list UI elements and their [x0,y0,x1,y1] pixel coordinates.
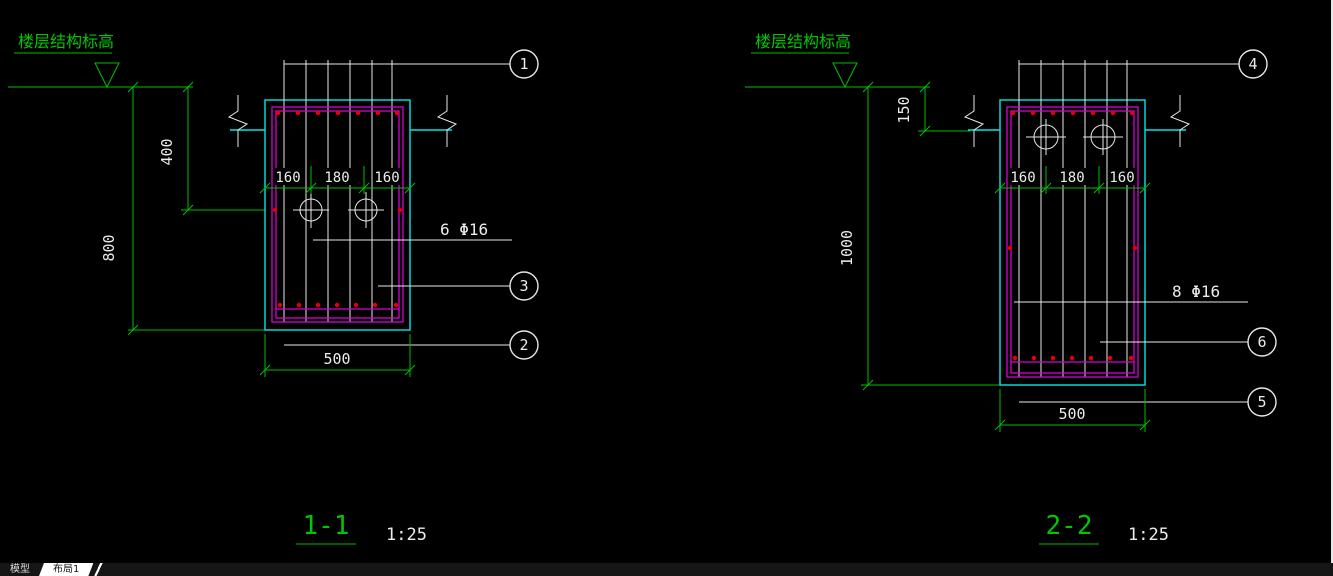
dim-inner: 160 180 160 [259,166,416,194]
break-line-icon [436,95,458,147]
callout-number: 6 [1257,333,1266,351]
dim-width-value: 500 [323,350,350,368]
rebar-circle-icon [299,198,323,222]
callout-top: 1 [284,49,539,79]
dim-width-value: 500 [1058,405,1085,423]
callout-number: 4 [1248,55,1257,73]
callout-number: 5 [1257,393,1266,411]
dim-offset-top-value: 150 [895,96,913,123]
rebar-dowel-lines [1018,60,1128,377]
section-1-1: 楼层结构标高 800 [8,32,539,545]
section-title: 2-2 1:25 [1039,511,1169,545]
viewport-right-edge [1331,0,1333,563]
callout-top: 4 [1019,49,1268,79]
callout-bubble [509,330,539,360]
rebar-circle-icon [1033,124,1059,150]
stirrup-lines [1006,106,1139,378]
rebar-note: 6 Φ16 [313,220,512,241]
tab-edge-decoration [93,563,104,576]
rebar-dowel-lines [283,60,393,322]
callout-mid: 3 [378,271,539,301]
rebar-note-text: 6 Φ16 [440,220,488,239]
dim-width: 500 [994,389,1151,432]
break-line-icon [963,95,985,147]
callout-bubble [1247,387,1277,417]
section-scale: 1:25 [386,525,427,545]
rebar-note-text: 8 Φ16 [1172,282,1220,301]
section-2-2: 楼层结构标高 1000 [745,32,1277,545]
dim-offset-top: 400 [158,81,265,216]
rebar-dots [1007,110,1138,361]
dim-inner-right: 160 [1109,170,1134,186]
callout-number: 1 [519,55,528,73]
dim-inner-mid: 180 [1059,170,1084,186]
layout-tab-bar: 模型 布局1 [0,563,1333,576]
break-line-icon [227,95,249,147]
callout-bottom: 2 [284,330,539,360]
dim-inner-left: 160 [1010,170,1035,186]
beam-outline [963,95,1191,386]
elevation-label: 楼层结构标高 [755,32,851,51]
callout-bottom: 5 [1019,387,1277,417]
beam-outline [227,95,458,331]
tab-layout1[interactable]: 布局1 [39,563,93,576]
callout-mid: 6 [1100,327,1277,357]
section-title-text: 2-2 [1046,511,1093,541]
stirrup-lines [271,106,404,323]
rebar-circle-icon [1090,124,1116,150]
dim-inner-mid: 180 [324,170,349,186]
dim-inner-left: 160 [275,170,300,186]
tab-model[interactable]: 模型 [10,564,30,575]
dim-total-height: 1000 [838,81,1000,391]
callout-bubble [1238,49,1268,79]
elevation-triangle-icon [832,62,858,89]
dim-offset-top-value: 400 [158,138,176,165]
dim-total-height: 800 [100,81,265,336]
rebar-note: 8 Φ16 [1014,282,1248,303]
dim-total-height-value: 800 [100,234,118,261]
callout-bubble [509,271,539,301]
elevation-mark: 楼层结构标高 [745,32,930,89]
dim-inner: 160 180 160 [994,166,1151,194]
rebar-circle-icon [354,198,378,222]
callout-bubble [509,49,539,79]
dim-offset-top: 150 [895,81,970,137]
section-title: 1-1 1:25 [296,511,427,545]
dim-inner-right: 160 [374,170,399,186]
callout-bubble [1247,327,1277,357]
dim-width: 500 [259,334,416,377]
cad-viewport[interactable]: 楼层结构标高 800 [0,0,1333,563]
rebar-circle-symbols [1026,119,1123,155]
rebar-dots [272,110,403,308]
break-line-icon [1169,95,1191,147]
rebar-circle-symbols [293,192,384,228]
section-title-text: 1-1 [303,511,350,541]
section-scale: 1:25 [1128,525,1169,545]
elevation-triangle-icon [94,62,120,89]
callout-number: 2 [519,336,528,354]
callout-number: 3 [519,277,528,295]
elevation-label: 楼层结构标高 [18,32,114,51]
dim-total-height-value: 1000 [838,230,856,266]
elevation-mark: 楼层结构标高 [8,32,193,89]
